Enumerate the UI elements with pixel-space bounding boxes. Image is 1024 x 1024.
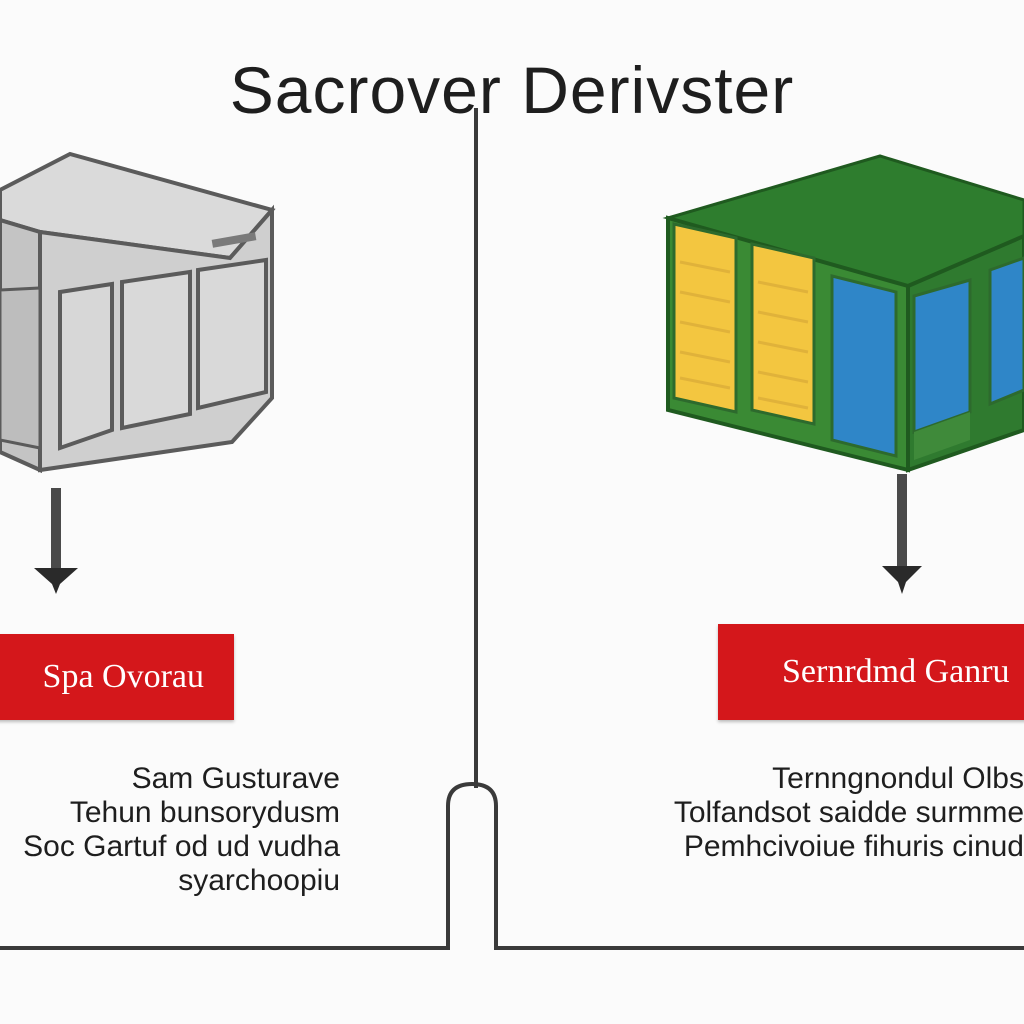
server-box-icon bbox=[0, 151, 276, 474]
diagram-title: Sacrover Derivster bbox=[229, 53, 795, 127]
right-description-line: Tolfandsot saidde surmme bbox=[673, 796, 1024, 829]
right-description-line: Pemhcivoiue fihuris cinud bbox=[683, 830, 1024, 863]
left-down-arrow bbox=[34, 488, 78, 594]
left-description-line: syarchoopiu bbox=[178, 864, 340, 897]
right-description: Ternngnondul Olbs Tolfandsot saidde surm… bbox=[652, 762, 1024, 864]
right-down-arrow bbox=[882, 474, 922, 594]
right-label-box: Sernrdmd Ganru bbox=[718, 624, 1024, 720]
left-label-text: Spa Ovorau bbox=[42, 658, 204, 695]
right-label-text: Sernrdmd Ganru bbox=[782, 653, 1010, 690]
storage-cube-icon bbox=[662, 154, 1024, 473]
left-description: Sam Gusturave Tehun bunsorydusm Soc Gart… bbox=[23, 762, 340, 898]
center-divider-line bbox=[0, 108, 1024, 950]
left-description-line: Sam Gusturave bbox=[131, 762, 340, 795]
right-description-line: Ternngnondul Olbs bbox=[772, 762, 1024, 795]
left-description-line: Soc Gartuf od ud vudha bbox=[23, 830, 340, 863]
left-description-line: Tehun bunsorydusm bbox=[69, 796, 340, 829]
left-label-box: Spa Ovorau bbox=[0, 634, 234, 720]
